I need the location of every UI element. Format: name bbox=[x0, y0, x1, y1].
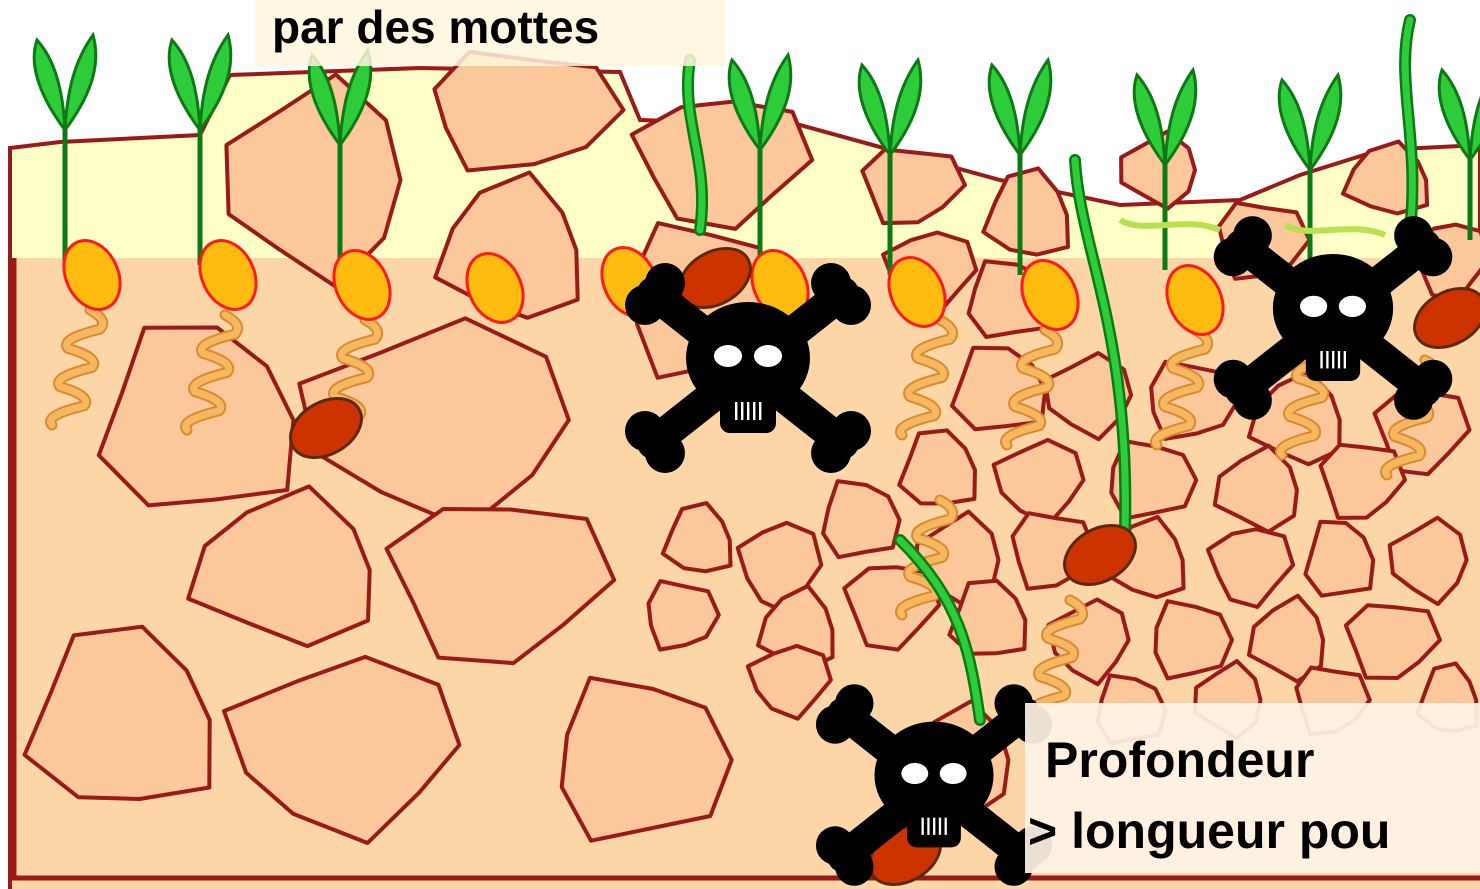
bottom-label-line2: > longueur pou bbox=[1028, 803, 1390, 859]
bottom-label-line1: Profondeur bbox=[1045, 732, 1314, 788]
top-label-group: par des mottes bbox=[255, 0, 725, 66]
bottom-label-group: Profondeur > longueur pou bbox=[1025, 703, 1480, 873]
top-label: par des mottes bbox=[272, 1, 599, 53]
soil-clod-icon bbox=[1156, 601, 1233, 678]
